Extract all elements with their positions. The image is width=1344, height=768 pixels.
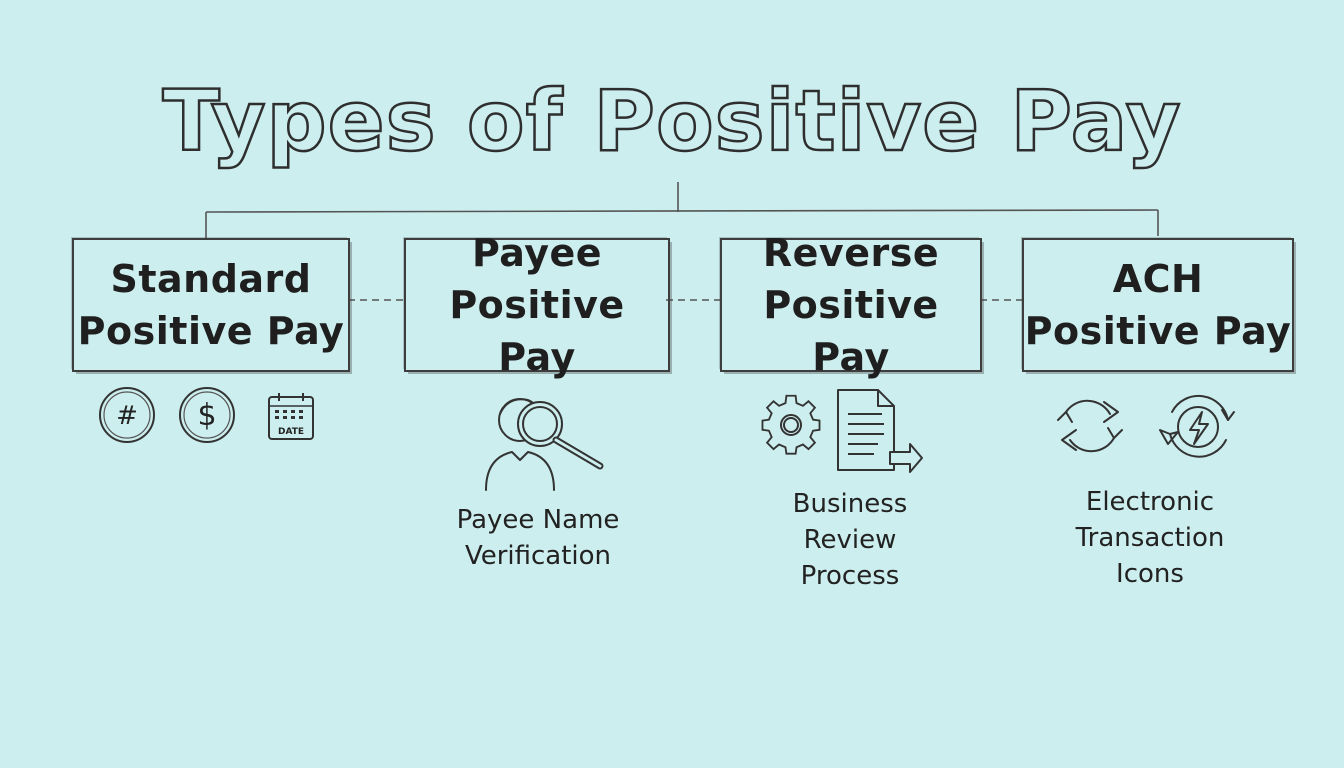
caption-line: Transaction (1075, 523, 1225, 553)
box-label-line1: Standard (110, 257, 312, 301)
svg-text:#: # (116, 401, 138, 431)
caption-line: Payee Name (456, 505, 620, 535)
box-ach-positive-pay: ACH Positive Pay (1022, 238, 1294, 372)
svg-text:$: $ (197, 398, 216, 433)
caption-line: Verification (464, 541, 612, 571)
box-payee-positive-pay: Payee Positive Pay (404, 231, 670, 379)
caption-line: Electronic (1085, 487, 1215, 517)
calendar-icon: DATE (268, 393, 314, 440)
dollar-icon: $ (179, 387, 235, 443)
diagram-title: Types of Positive Pay (161, 71, 1182, 172)
lightning-cycle-icon (1159, 394, 1235, 458)
caption-line: Icons (1116, 559, 1184, 589)
caption-line: Process (800, 561, 900, 591)
box-standard-positive-pay: Standard Positive Pay (72, 238, 350, 372)
caption-payee: Payee Name Verification (438, 502, 638, 574)
refresh-arrows-icon (1057, 399, 1123, 453)
box-label-line1: ACH (1112, 257, 1204, 301)
caption-line: Review (803, 525, 897, 555)
caption-ach: Electronic Transaction Icons (1050, 484, 1250, 592)
caption-line: Business (792, 489, 908, 519)
top-bracket-line (205, 209, 1159, 213)
box-label-line2: Positive Pay (77, 309, 345, 353)
caption-reverse: Business Review Process (760, 486, 940, 594)
box-label-line2: Positive Pay (449, 283, 625, 379)
box-label-line1: Reverse (762, 231, 940, 275)
gear-icon (761, 394, 821, 455)
person-magnifier-icon (485, 398, 604, 491)
box-label-line2: Positive Pay (1024, 309, 1292, 353)
hash-icon: # (99, 387, 155, 443)
svg-text:DATE: DATE (278, 427, 304, 437)
box-reverse-positive-pay: Reverse Positive Pay (720, 231, 982, 379)
box-label-line2: Positive Pay (763, 283, 939, 379)
box-label-line1: Payee (471, 231, 603, 275)
document-arrow-icon (837, 389, 923, 473)
